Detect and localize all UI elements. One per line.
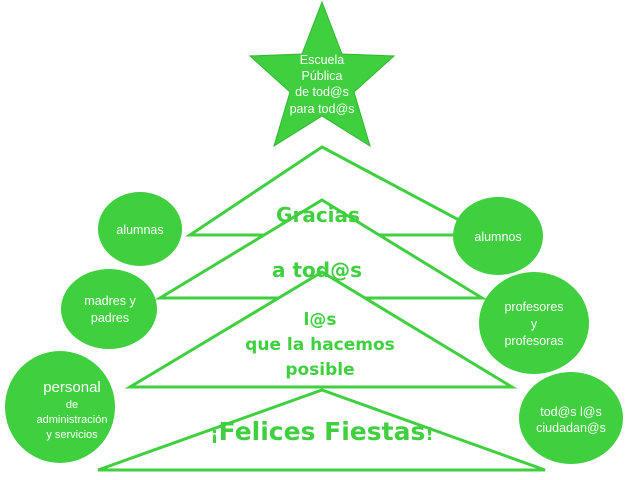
bubble-alumnos-shape — [453, 197, 543, 275]
felices-open-mark: ¡ — [210, 424, 218, 445]
band-text-hacemos-1: l@s — [304, 310, 337, 330]
star-line-2: Pública — [302, 69, 343, 83]
star-text: Escuela Pública de tod@s para tod@s — [290, 53, 355, 116]
bubble-ciudadanos-line-1: tod@s l@s — [540, 405, 602, 419]
band-text-hacemos-2: que la hacemos — [245, 335, 395, 355]
bubble-personal-line-4: y servicios — [46, 429, 98, 441]
bubble-profesores-shape — [479, 272, 589, 374]
felices-title: Felices Fiestas — [219, 417, 426, 446]
bubble-alumnas-line-1: alumnas — [116, 223, 163, 237]
bubble-madres-line-2: padres — [91, 311, 129, 325]
bubble-ciudadanos-line-2: ciudadan@s — [536, 421, 606, 435]
band-text-felices: ¡Felices Fiestas! — [210, 417, 433, 446]
bubble-alumnas-shape — [98, 192, 182, 266]
bubble-ciudadanos: tod@s l@s ciudadan@s — [519, 372, 623, 464]
bubble-personal-line-1: personal — [43, 379, 101, 396]
bubble-personal-line-2: de — [66, 399, 78, 411]
bubble-personal-line-3: administración — [37, 414, 108, 426]
bubble-ciudadanos-shape — [519, 372, 623, 464]
tree-bands — [97, 145, 546, 472]
band-hacemos — [124, 270, 518, 389]
star-shape — [248, 0, 396, 148]
felices-close-mark: ! — [425, 424, 433, 445]
bubble-personal: personal de administración y servicios — [5, 351, 115, 463]
bubble-alumnas: alumnas — [98, 192, 182, 266]
bubble-profesores-line-1: profesores — [504, 300, 563, 314]
bubble-alumnos: alumnos — [453, 197, 543, 275]
star-line-4: para tod@s — [290, 102, 355, 116]
bubble-profesores: profesores y profesoras — [479, 272, 589, 374]
band-text-hacemos-3: posible — [285, 360, 354, 380]
star-line-1: Escuela — [300, 53, 345, 67]
bubble-madres-line-1: madres y — [84, 294, 136, 308]
bubble-profesores-line-2: y — [531, 317, 538, 331]
bubble-personal-shape — [5, 351, 115, 463]
bubble-alumnos-line-1: alumnos — [474, 230, 521, 244]
band-felices — [97, 388, 546, 472]
star-line-3: de tod@s — [295, 85, 349, 99]
bubble-madres-shape — [61, 269, 157, 349]
bubble-profesores-line-3: profesoras — [504, 334, 563, 348]
bubble-madres: madres y padres — [61, 269, 157, 349]
band-text-a-todos: a tod@s — [272, 258, 362, 282]
band-text-gracias: Gracias — [276, 203, 360, 227]
